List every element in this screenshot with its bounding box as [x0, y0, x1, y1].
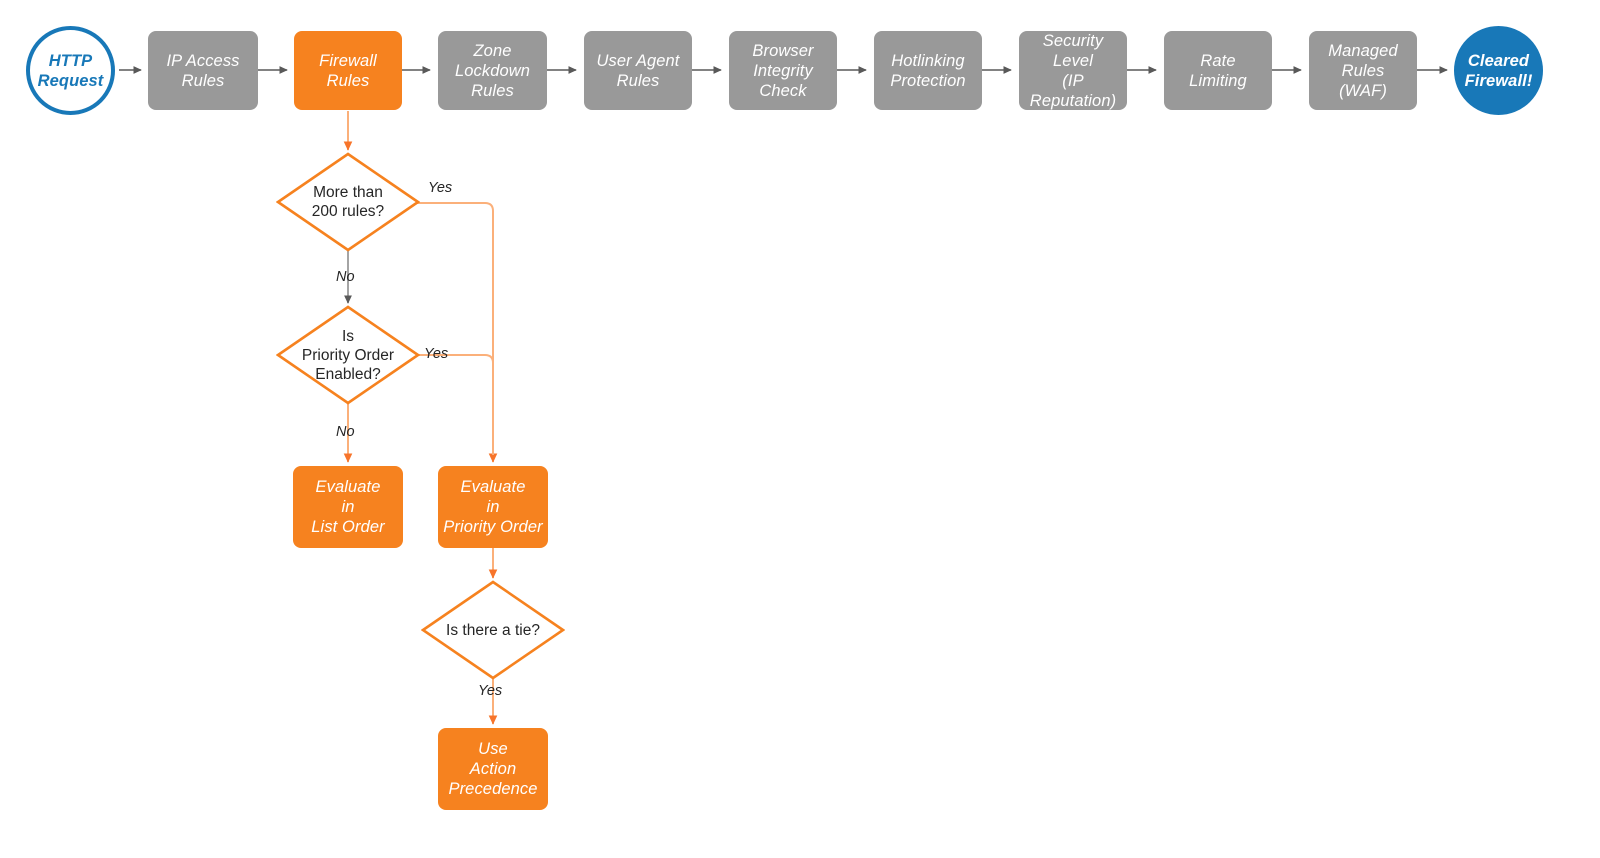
diamond-shape — [276, 152, 420, 252]
edge-label-yes-200-rules: Yes — [428, 180, 453, 196]
decision-label: Is there a tie? — [446, 621, 540, 639]
diamond-shape — [421, 580, 565, 680]
decision-is-there-a-tie[interactable]: Is there a tie? — [421, 580, 565, 680]
edge-label-no-200-rules: No — [336, 269, 355, 285]
edge-label-yes-tie: Yes — [478, 683, 503, 699]
edge-label-yes-priority-order: Yes — [424, 346, 449, 362]
edge-decision2-yes — [417, 354, 494, 455]
diamond-shape — [276, 305, 420, 405]
edge-decision1-yes — [417, 202, 498, 463]
edge-label-no-priority-order: No — [336, 424, 355, 440]
